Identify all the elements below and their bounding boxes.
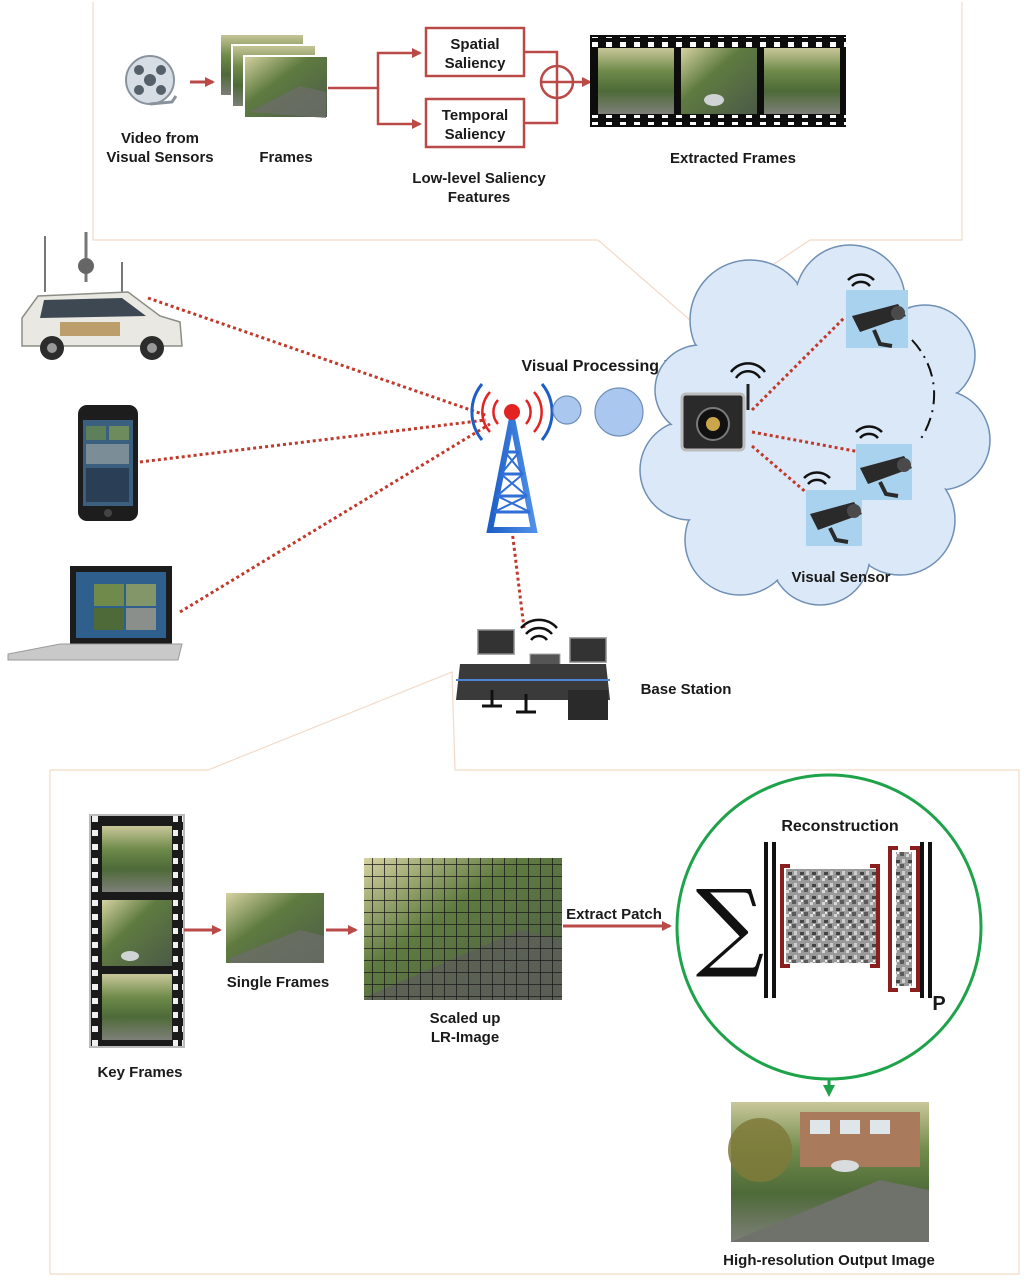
surveillance-vehicle-icon bbox=[21, 232, 183, 360]
high-resolution-output-image bbox=[728, 1102, 929, 1242]
spatial-label-line1: Spatial bbox=[450, 36, 499, 53]
source-label-line1: Video from bbox=[121, 130, 199, 147]
cctv-camera-icon-3 bbox=[803, 471, 862, 546]
cctv-camera-icon-1 bbox=[846, 273, 908, 348]
p-symbol: P bbox=[932, 993, 945, 1015]
spatial-label-line2: Saliency bbox=[445, 55, 507, 72]
link-sensor-3 bbox=[751, 444, 809, 496]
single-frames-label: Single Frames bbox=[227, 974, 330, 991]
connector-spatial-to-sum bbox=[524, 50, 559, 66]
extracted-frames-label: Extracted Frames bbox=[670, 150, 796, 167]
single-frame-image bbox=[226, 893, 324, 963]
hub-label: Visual Processing Hub bbox=[521, 358, 694, 375]
source-label-line2: Visual Sensors bbox=[106, 149, 213, 166]
client-links bbox=[139, 296, 526, 629]
arrow-to-spatial bbox=[328, 48, 422, 90]
laptop-icon bbox=[7, 566, 183, 661]
dictionary-patch-grid bbox=[786, 869, 876, 963]
outer-left-bars bbox=[764, 842, 776, 998]
link-vehicle bbox=[147, 296, 489, 418]
sensor-label: Visual Sensor bbox=[792, 569, 891, 586]
temporal-label-line2: Saliency bbox=[445, 126, 507, 143]
output-label: High-resolution Output Image bbox=[723, 1252, 935, 1269]
hub-camera-device-icon bbox=[680, 362, 767, 452]
scaled-label-line2: LR-Image bbox=[431, 1029, 499, 1046]
hub-bubble-large bbox=[594, 387, 644, 437]
cell-tower-icon bbox=[470, 383, 554, 533]
cctv-camera-icon-2 bbox=[855, 425, 912, 500]
coefficient-brackets bbox=[888, 846, 920, 992]
film-reel-icon bbox=[125, 55, 178, 106]
link-sensor-1 bbox=[750, 316, 846, 412]
dictionary-brackets bbox=[780, 864, 880, 968]
base-station-wifi-icon bbox=[520, 618, 558, 641]
smartphone-icon bbox=[78, 405, 138, 521]
network-section: Visual Processing Hub bbox=[7, 232, 991, 720]
bottom-panel-callout-border bbox=[49, 671, 1020, 1275]
link-base-station bbox=[510, 529, 526, 629]
scaled-lr-image bbox=[364, 858, 562, 1000]
link-laptop bbox=[179, 422, 491, 614]
base-station-console-icon bbox=[456, 618, 610, 720]
bottom-panel: Key Frames Single Frames Scaled up LR-Im… bbox=[49, 671, 1020, 1275]
hub-bubble-small bbox=[552, 395, 582, 425]
sensor-links bbox=[750, 316, 861, 496]
arrow-to-temporal bbox=[376, 88, 422, 129]
tower-signal-icon bbox=[481, 391, 543, 433]
wifi-icon bbox=[729, 362, 767, 379]
temporal-label-line1: Temporal bbox=[442, 107, 508, 124]
link-phone bbox=[139, 418, 487, 464]
coefficient-vector bbox=[896, 852, 912, 986]
sigma-symbol: ∑ bbox=[696, 869, 765, 981]
base-station-label: Base Station bbox=[641, 681, 732, 698]
features-label-line2: Features bbox=[448, 189, 511, 206]
fusion-plus-icon bbox=[539, 64, 575, 100]
top-panel: Video from Visual Sensors Frames Spatial… bbox=[92, 2, 963, 321]
extract-patch-label: Extract Patch bbox=[566, 906, 662, 923]
link-sensor-2 bbox=[751, 430, 861, 454]
outer-right-bars bbox=[920, 842, 932, 998]
connector-temporal-to-sum bbox=[524, 98, 559, 125]
extracted-frames-filmstrip bbox=[590, 35, 846, 127]
spatial-saliency-box bbox=[424, 26, 526, 78]
reconstruction-label: Reconstruction bbox=[781, 818, 898, 835]
key-frames-label: Key Frames bbox=[97, 1064, 182, 1081]
scaled-label-line1: Scaled up bbox=[430, 1010, 501, 1027]
key-frames-filmstrip bbox=[89, 814, 185, 1048]
frames-stack-image bbox=[219, 33, 329, 119]
features-label-line1: Low-level Saliency bbox=[412, 170, 546, 187]
reconstruction-block: Reconstruction ∑ P bbox=[675, 773, 983, 1081]
sensor-cloud bbox=[639, 244, 991, 606]
sensor-chain-dots bbox=[911, 339, 936, 441]
frames-label: Frames bbox=[259, 149, 312, 166]
